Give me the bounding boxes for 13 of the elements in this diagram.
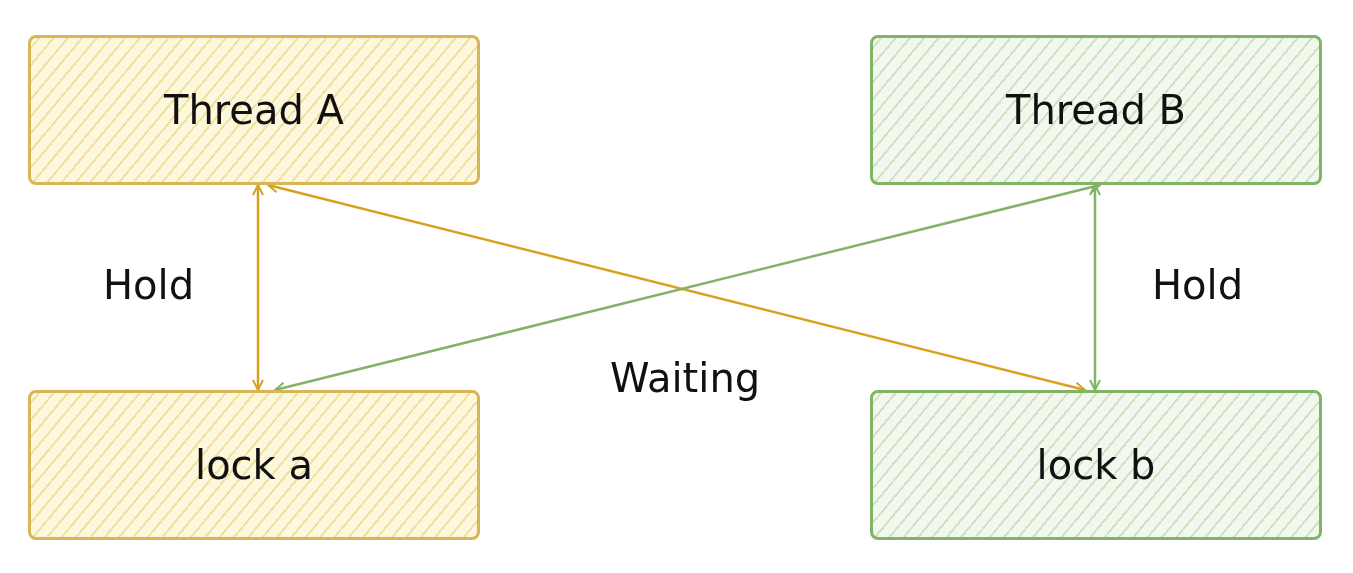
process-box — [28, 35, 480, 185]
arrow — [252, 184, 264, 391]
process-box — [870, 390, 1322, 540]
box-label: Thread A — [164, 87, 344, 133]
box-label: lock b — [1036, 442, 1156, 488]
relation-label: Hold — [1152, 262, 1244, 308]
process-box — [870, 35, 1322, 185]
arrow — [1089, 184, 1101, 391]
box-label: lock a — [195, 442, 313, 488]
relation-label: Hold — [103, 262, 195, 308]
process-box — [28, 390, 480, 540]
relation-label: Waiting — [610, 355, 761, 401]
box-label: Thread B — [1006, 87, 1186, 133]
